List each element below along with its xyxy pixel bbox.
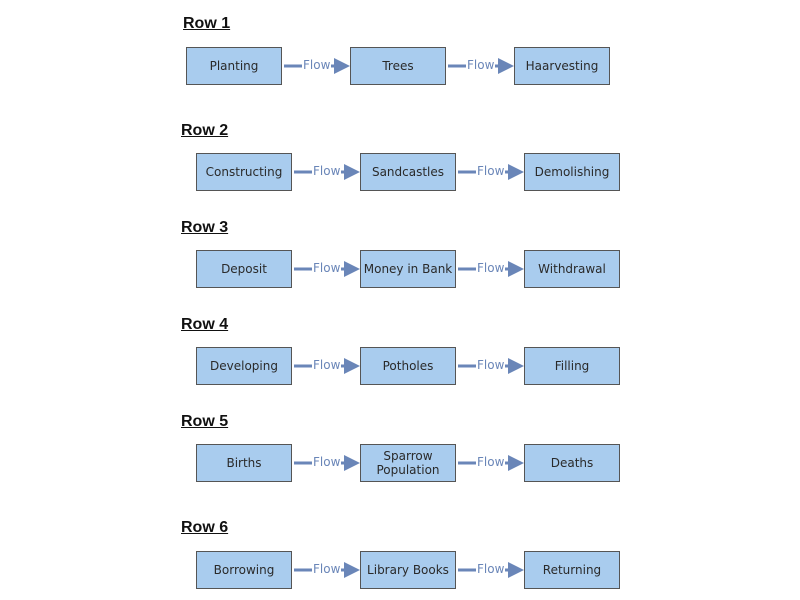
row-1-flow-arrow-1: Flow bbox=[284, 55, 350, 77]
row-4-box-1: Developing bbox=[196, 347, 292, 385]
flow-label: Flow bbox=[312, 164, 342, 178]
row-1-box-3: Haarvesting bbox=[514, 47, 610, 85]
flow-label: Flow bbox=[476, 261, 506, 275]
row-4-flow-arrow-1: Flow bbox=[294, 355, 360, 377]
row-5-box-3: Deaths bbox=[524, 444, 620, 482]
flow-label: Flow bbox=[312, 358, 342, 372]
row-5-box-2: Sparrow Population bbox=[360, 444, 456, 482]
row-3-flow-arrow-2: Flow bbox=[458, 258, 524, 280]
flow-label: Flow bbox=[476, 562, 506, 576]
row-1-title: Row 1 bbox=[183, 15, 231, 32]
row-2-box-3: Demolishing bbox=[524, 153, 620, 191]
flow-label: Flow bbox=[466, 58, 496, 72]
row-4-box-2: Potholes bbox=[360, 347, 456, 385]
row-3-title: Row 3 bbox=[181, 219, 229, 236]
row-5-box-1: Births bbox=[196, 444, 292, 482]
row-1-box-1: Planting bbox=[186, 47, 282, 85]
row-2-flow-arrow-2: Flow bbox=[458, 161, 524, 183]
flow-label: Flow bbox=[312, 455, 342, 469]
row-6-title: Row 6 bbox=[181, 519, 229, 536]
row-5-flow-arrow-1: Flow bbox=[294, 452, 360, 474]
row-5-flow-arrow-2: Flow bbox=[458, 452, 524, 474]
row-1-box-2: Trees bbox=[350, 47, 446, 85]
row-6-box-1: Borrowing bbox=[196, 551, 292, 589]
flow-label: Flow bbox=[476, 455, 506, 469]
flow-label: Flow bbox=[312, 562, 342, 576]
row-5-title: Row 5 bbox=[181, 413, 229, 430]
row-2-title: Row 2 bbox=[181, 122, 229, 139]
row-4-title: Row 4 bbox=[181, 316, 229, 333]
flow-label: Flow bbox=[476, 164, 506, 178]
row-2-box-2: Sandcastles bbox=[360, 153, 456, 191]
flow-label: Flow bbox=[312, 261, 342, 275]
row-1-flow-arrow-2: Flow bbox=[448, 55, 514, 77]
row-2-flow-arrow-1: Flow bbox=[294, 161, 360, 183]
row-2-box-1: Constructing bbox=[196, 153, 292, 191]
flow-label: Flow bbox=[302, 58, 332, 72]
row-6-flow-arrow-1: Flow bbox=[294, 559, 360, 581]
row-3-flow-arrow-1: Flow bbox=[294, 258, 360, 280]
row-3-box-1: Deposit bbox=[196, 250, 292, 288]
flow-label: Flow bbox=[476, 358, 506, 372]
row-6-box-2: Library Books bbox=[360, 551, 456, 589]
row-4-flow-arrow-2: Flow bbox=[458, 355, 524, 377]
row-3-box-3: Withdrawal bbox=[524, 250, 620, 288]
row-6-flow-arrow-2: Flow bbox=[458, 559, 524, 581]
row-4-box-3: Filling bbox=[524, 347, 620, 385]
row-3-box-2: Money in Bank bbox=[360, 250, 456, 288]
row-6-box-3: Returning bbox=[524, 551, 620, 589]
